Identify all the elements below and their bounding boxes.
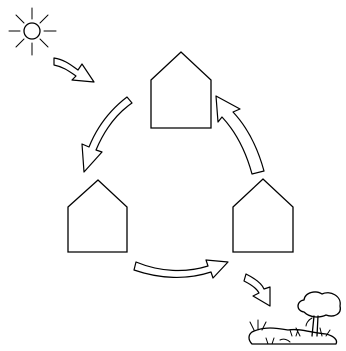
left-to-right-arrow: [133, 259, 229, 279]
landscape-tree-icon: [248, 291, 341, 345]
sun-to-top-arrow: [53, 57, 95, 83]
right-to-landscape-arrow: [243, 273, 271, 307]
house-top-icon: [150, 51, 212, 129]
house-left-icon: [67, 179, 128, 253]
right-to-top-arrow: [215, 95, 265, 175]
house-right-icon: [232, 178, 294, 253]
sun-icon: [8, 7, 57, 56]
top-to-left-arrow: [81, 96, 133, 173]
